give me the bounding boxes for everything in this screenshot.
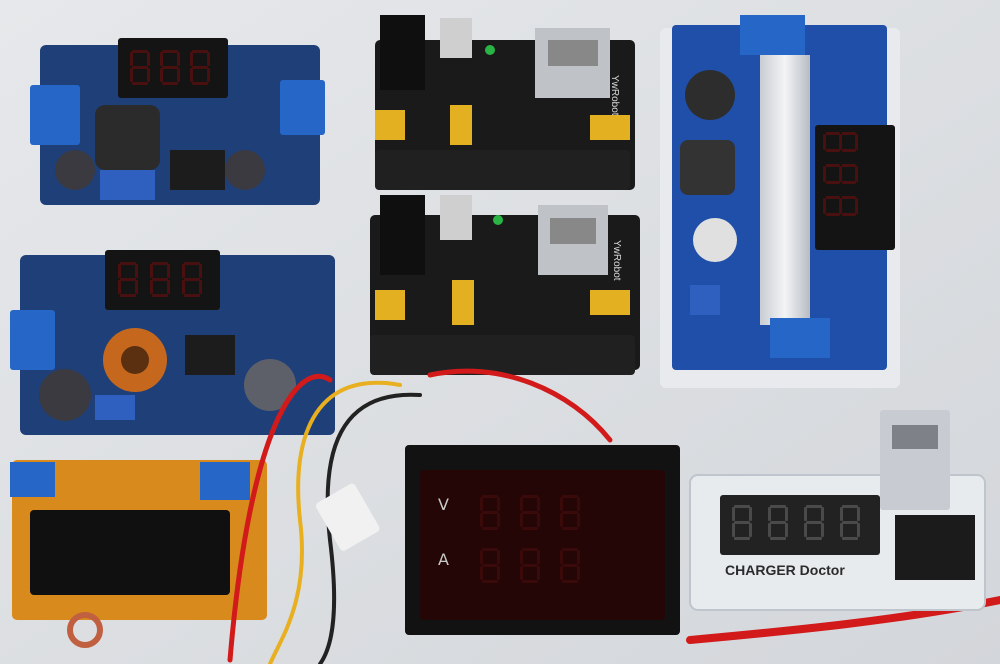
inductor	[95, 105, 160, 170]
power-switch	[440, 18, 472, 58]
terminal-block	[280, 80, 325, 135]
lcd-converter-board	[10, 460, 267, 648]
seven-segment-display-icon	[815, 125, 895, 250]
buck-converter-display-board-1	[30, 38, 325, 205]
connector-plug	[315, 483, 380, 551]
seven-segment-display-icon	[720, 495, 880, 555]
breadboard-power-supply-2: YwRobot	[370, 195, 640, 375]
brand-text: YwRobot	[611, 240, 622, 281]
volt-symbol: V	[438, 495, 449, 514]
brand-text: YwRobot	[609, 75, 620, 116]
terminal-block	[30, 85, 80, 145]
breadboard-power-supply-1: YwRobot	[375, 15, 635, 190]
lcd-screen	[30, 510, 230, 595]
voltmeter-ammeter-panel: V A	[405, 445, 680, 635]
dc-jack	[380, 195, 425, 275]
power-switch	[440, 195, 472, 240]
charger-doctor-usb-meter: CHARGER Doctor	[689, 410, 986, 611]
buck-converter-display-board-2	[10, 250, 335, 435]
amp-symbol: A	[438, 550, 449, 569]
boost-converter-display-board	[660, 15, 900, 388]
heatsink-icon	[760, 55, 810, 325]
charger-doctor-label: CHARGER Doctor	[725, 562, 845, 578]
led-indicator	[485, 45, 495, 55]
led-indicator	[493, 215, 503, 225]
ic-chip	[170, 150, 225, 190]
dc-jack	[380, 15, 425, 90]
terminal-block	[740, 15, 805, 55]
ic-chip	[185, 335, 235, 375]
meter-display	[420, 470, 665, 620]
potentiometer	[100, 170, 155, 200]
